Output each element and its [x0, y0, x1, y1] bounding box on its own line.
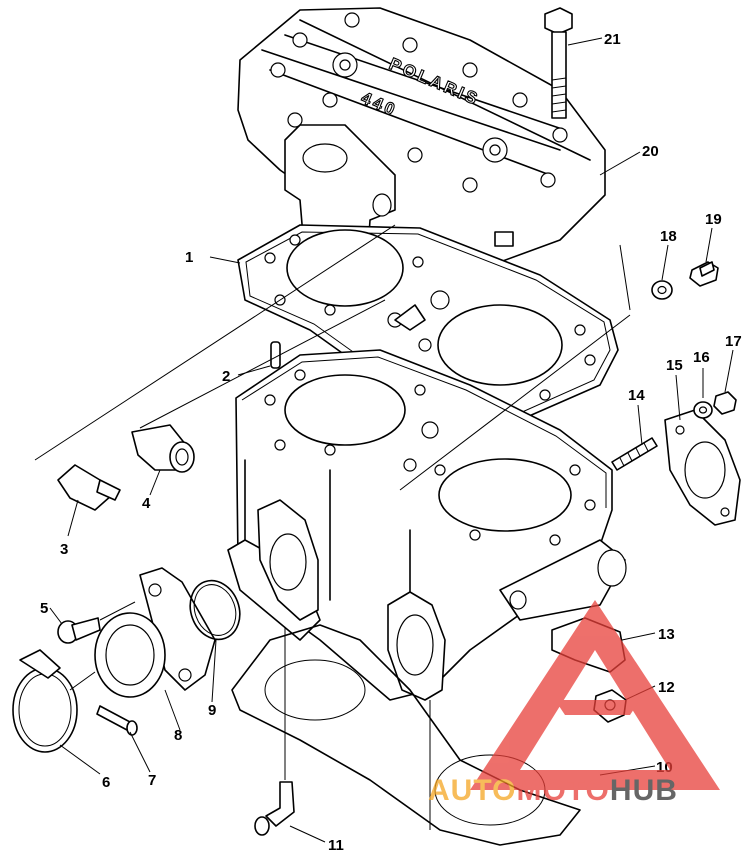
callout-2: 2	[222, 368, 230, 385]
watermark-triangle-icon	[470, 600, 720, 790]
washer-18	[651, 280, 673, 300]
intake-flange	[94, 567, 216, 698]
bolt-19	[689, 261, 719, 287]
flange-bolt	[57, 617, 101, 644]
callout-15: 15	[666, 357, 683, 374]
callout-18: 18	[660, 228, 677, 245]
callout-4: 4	[142, 495, 151, 512]
svg-text:AUTOMOTOHUB: AUTOMOTOHUB	[428, 774, 678, 807]
watermark-text-moto: MOTO	[516, 774, 609, 807]
exhaust-port-right	[387, 591, 446, 701]
stud	[611, 437, 658, 471]
callout-19: 19	[705, 211, 722, 228]
watermark-text-hub: HUB	[610, 774, 678, 807]
callout-9: 9	[208, 702, 216, 719]
callout-13: 13	[658, 626, 675, 643]
callout-11: 11	[328, 837, 344, 852]
bushing	[131, 424, 195, 473]
temperature-sensor	[57, 464, 121, 511]
callout-1: 1	[185, 249, 193, 266]
callout-21: 21	[604, 31, 621, 48]
hose-clamp	[12, 649, 78, 753]
callout-12: 12	[658, 679, 675, 696]
callout-7: 7	[148, 772, 156, 789]
fitting	[254, 781, 295, 836]
nut-17	[713, 391, 737, 415]
washer-16	[693, 401, 713, 419]
callout-16: 16	[693, 349, 710, 366]
watermark: AUTOMOTOHUB	[428, 600, 720, 807]
callout-14: 14	[628, 387, 645, 404]
callout-3: 3	[60, 541, 68, 558]
callout-20: 20	[642, 143, 659, 160]
watermark-text-auto: AUTO	[428, 774, 516, 807]
callout-17: 17	[725, 333, 742, 350]
exhaust-port-left	[257, 499, 319, 621]
head-bolt	[544, 7, 573, 119]
callout-8: 8	[174, 727, 182, 744]
head-gasket	[237, 224, 619, 421]
reference-lines	[34, 224, 631, 830]
callout-5: 5	[40, 600, 48, 617]
exhaust-flange-gasket	[664, 409, 741, 526]
callout-6: 6	[102, 774, 110, 791]
o-ring	[189, 579, 241, 641]
clamp-screw	[96, 705, 138, 736]
callouts: 1 2 3 4 5 6 7 8 9 10 11 12 13 14 15 16 1…	[40, 31, 742, 852]
